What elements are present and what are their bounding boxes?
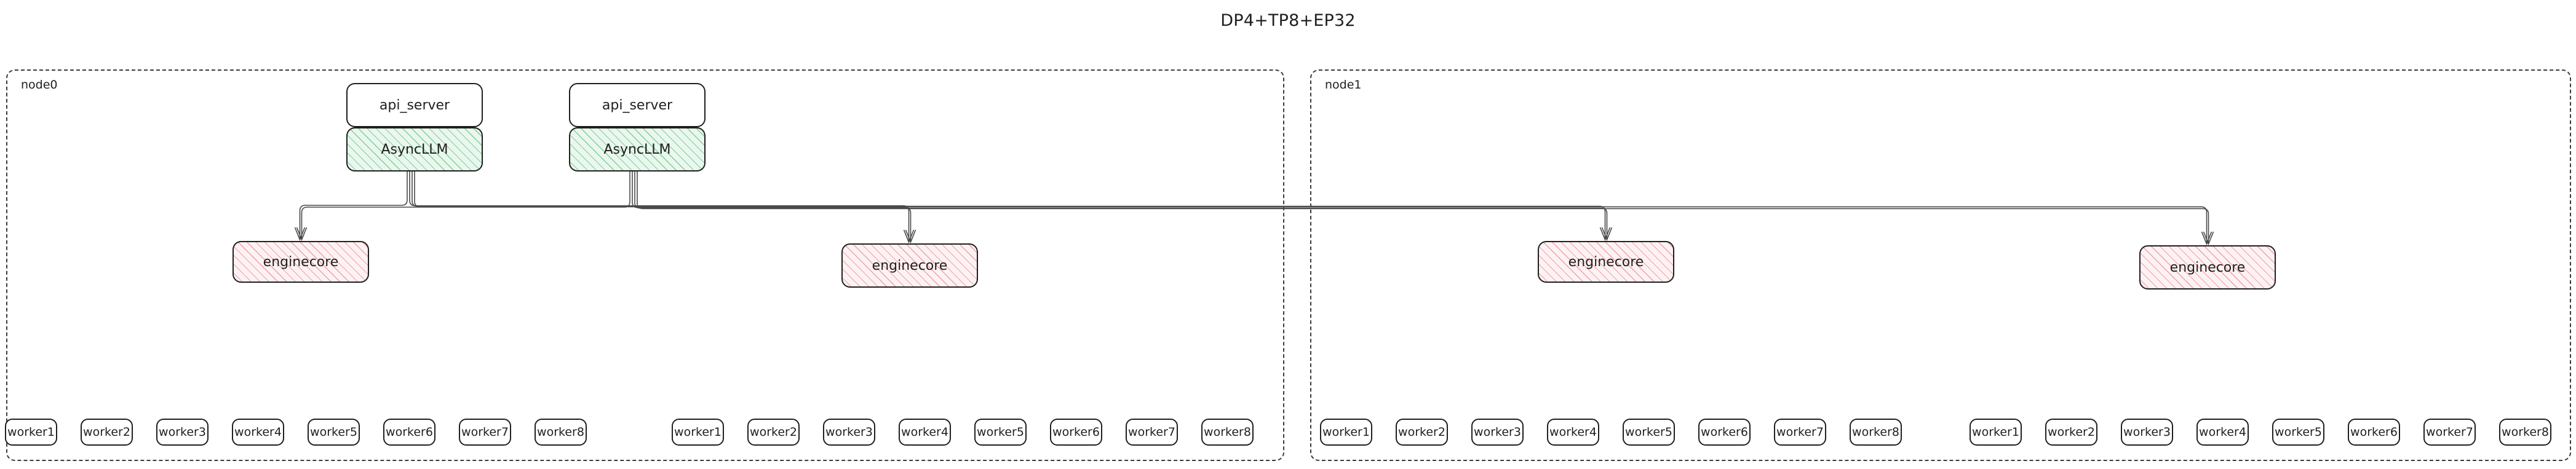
api-server-label: api_server xyxy=(602,97,673,113)
worker-box-0-0-3[interactable]: worker4 xyxy=(232,419,284,446)
worker-label: worker1 xyxy=(674,425,722,439)
worker-box-0-0-2[interactable]: worker3 xyxy=(156,419,209,446)
enginecore-label: enginecore xyxy=(2169,259,2246,275)
worker-box-0-1-0[interactable]: worker1 xyxy=(672,419,724,446)
worker-box-0-1-6[interactable]: worker7 xyxy=(1126,419,1178,446)
worker-label: worker5 xyxy=(310,425,357,439)
worker-label: worker2 xyxy=(1398,425,1445,439)
worker-label: worker3 xyxy=(159,425,206,439)
enginecore-box-1-0[interactable]: enginecore xyxy=(1538,241,1674,283)
enginecore-box-1-1[interactable]: enginecore xyxy=(2139,245,2276,290)
worker-label: worker8 xyxy=(537,425,584,439)
page-title: DP4+TP8+EP32 xyxy=(1220,11,1356,30)
worker-box-1-1-5[interactable]: worker6 xyxy=(2348,419,2400,446)
worker-label: worker2 xyxy=(2048,425,2095,439)
enginecore-label: enginecore xyxy=(872,258,948,274)
worker-label: worker2 xyxy=(83,425,130,439)
worker-box-0-1-7[interactable]: worker8 xyxy=(1201,419,1254,446)
worker-box-0-0-1[interactable]: worker2 xyxy=(81,419,133,446)
worker-box-0-0-7[interactable]: worker8 xyxy=(535,419,587,446)
worker-label: worker1 xyxy=(1322,425,1370,439)
worker-label: worker8 xyxy=(1204,425,1251,439)
enginecore-box-0-0[interactable]: enginecore xyxy=(233,241,369,283)
worker-box-0-1-2[interactable]: worker3 xyxy=(823,419,875,446)
asyncllm-label: AsyncLLM xyxy=(603,141,671,157)
worker-label: worker4 xyxy=(1549,425,1597,439)
worker-box-1-1-7[interactable]: worker8 xyxy=(2499,419,2551,446)
worker-box-0-0-0[interactable]: worker1 xyxy=(5,419,57,446)
worker-box-1-1-1[interactable]: worker2 xyxy=(2045,419,2097,446)
worker-box-1-1-3[interactable]: worker4 xyxy=(2196,419,2249,446)
worker-box-0-1-3[interactable]: worker4 xyxy=(899,419,951,446)
worker-box-0-1-1[interactable]: worker2 xyxy=(747,419,800,446)
worker-box-1-0-3[interactable]: worker4 xyxy=(1547,419,1599,446)
worker-box-1-0-7[interactable]: worker8 xyxy=(1850,419,1902,446)
node-cluster-label-node1: node1 xyxy=(1325,78,1362,92)
worker-box-1-0-0[interactable]: worker1 xyxy=(1320,419,1372,446)
worker-box-1-0-2[interactable]: worker3 xyxy=(1471,419,1524,446)
worker-label: worker7 xyxy=(461,425,509,439)
worker-box-1-1-0[interactable]: worker1 xyxy=(1970,419,2022,446)
worker-label: worker4 xyxy=(901,425,948,439)
worker-label: worker4 xyxy=(234,425,282,439)
node-cluster-label-node0: node0 xyxy=(21,78,58,92)
worker-label: worker5 xyxy=(1625,425,1672,439)
worker-box-1-1-4[interactable]: worker5 xyxy=(2272,419,2324,446)
worker-box-1-1-6[interactable]: worker7 xyxy=(2423,419,2476,446)
worker-label: worker4 xyxy=(2199,425,2246,439)
asyncllm-box-0-1[interactable]: AsyncLLM xyxy=(569,127,706,171)
worker-box-1-0-5[interactable]: worker6 xyxy=(1698,419,1751,446)
worker-label: worker3 xyxy=(1474,425,1521,439)
worker-label: worker6 xyxy=(2350,425,2398,439)
worker-box-1-0-1[interactable]: worker2 xyxy=(1396,419,1448,446)
worker-box-0-0-6[interactable]: worker7 xyxy=(459,419,511,446)
api-server-box-0-1[interactable]: api_server xyxy=(569,83,706,127)
worker-label: worker3 xyxy=(825,425,873,439)
worker-label: worker2 xyxy=(750,425,797,439)
worker-label: worker1 xyxy=(7,425,55,439)
worker-label: worker5 xyxy=(977,425,1024,439)
worker-label: worker8 xyxy=(1852,425,1899,439)
node-cluster-node0: node0 xyxy=(6,69,1284,461)
api-server-box-0-0[interactable]: api_server xyxy=(346,83,483,127)
worker-box-0-0-4[interactable]: worker5 xyxy=(308,419,360,446)
worker-label: worker7 xyxy=(1776,425,1824,439)
asyncllm-box-0-0[interactable]: AsyncLLM xyxy=(346,127,483,171)
worker-label: worker8 xyxy=(2502,425,2549,439)
worker-box-0-1-5[interactable]: worker6 xyxy=(1050,419,1102,446)
worker-label: worker5 xyxy=(2275,425,2322,439)
worker-box-1-0-4[interactable]: worker5 xyxy=(1623,419,1675,446)
worker-label: worker7 xyxy=(1128,425,1175,439)
worker-box-0-1-4[interactable]: worker5 xyxy=(974,419,1027,446)
api-server-label: api_server xyxy=(379,97,450,113)
enginecore-box-0-1[interactable]: enginecore xyxy=(841,243,978,288)
enginecore-label: enginecore xyxy=(263,254,339,270)
worker-box-1-1-2[interactable]: worker3 xyxy=(2121,419,2173,446)
asyncllm-label: AsyncLLM xyxy=(381,141,448,157)
worker-label: worker6 xyxy=(1052,425,1100,439)
worker-label: worker1 xyxy=(1972,425,2019,439)
worker-label: worker6 xyxy=(386,425,433,439)
worker-label: worker3 xyxy=(2123,425,2171,439)
worker-box-0-0-5[interactable]: worker6 xyxy=(383,419,435,446)
enginecore-label: enginecore xyxy=(1568,254,1644,270)
worker-box-1-0-6[interactable]: worker7 xyxy=(1774,419,1826,446)
worker-label: worker6 xyxy=(1701,425,1748,439)
node-cluster-node1: node1 xyxy=(1310,69,2571,461)
worker-label: worker7 xyxy=(2426,425,2473,439)
